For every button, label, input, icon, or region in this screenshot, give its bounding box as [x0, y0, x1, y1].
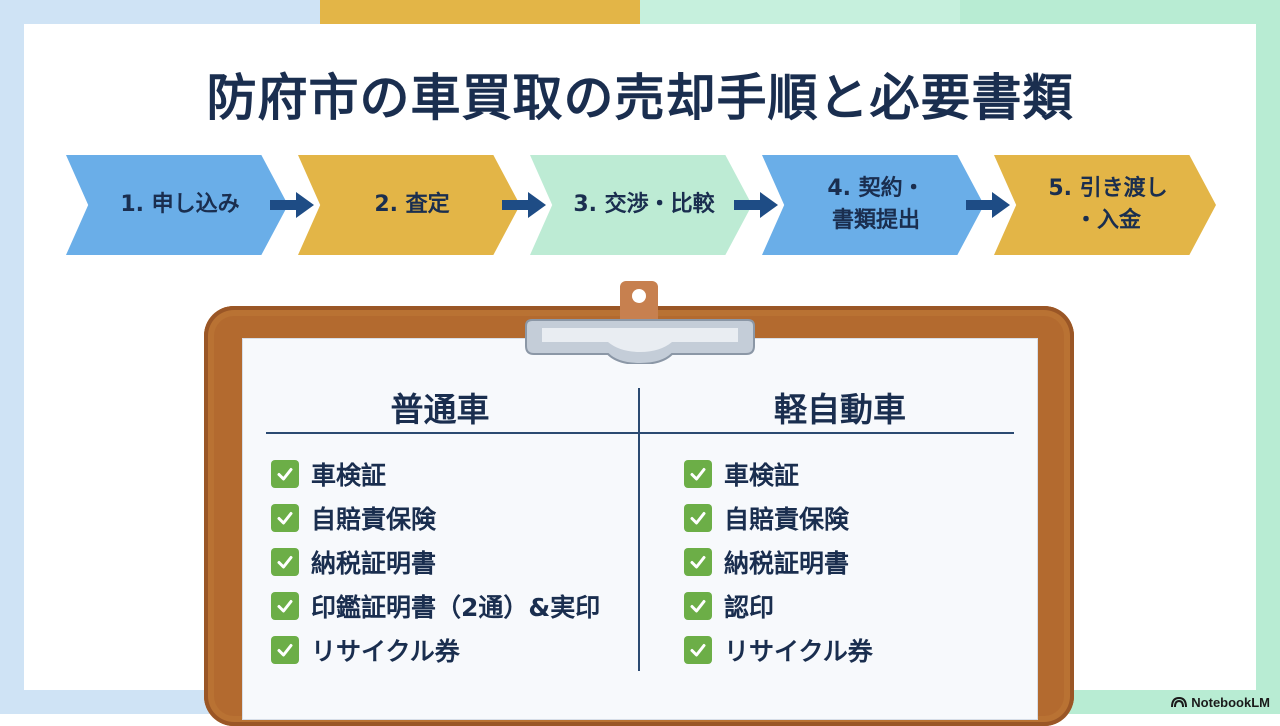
- step-label: 4. 契約・書類提出: [827, 176, 925, 233]
- checkmark-icon: [271, 504, 299, 532]
- step-3: 3. 交渉・比較: [530, 155, 752, 255]
- item-label: リサイクル券: [724, 637, 873, 666]
- checkmark-icon: [271, 548, 299, 576]
- item-label: 納税証明書: [724, 549, 850, 578]
- item-label: 印鑑証明書（2通）&実印: [311, 593, 601, 622]
- step-4: 4. 契約・書類提出: [762, 155, 984, 255]
- list-item: 納税証明書: [684, 540, 873, 584]
- list-item: 自賠責保険: [684, 496, 873, 540]
- column-divider: [638, 388, 640, 671]
- item-label: 自賠責保険: [311, 505, 437, 534]
- item-label: 認印: [724, 593, 775, 622]
- clip-hole: [632, 289, 646, 303]
- step-label: 1. 申し込み: [120, 192, 240, 218]
- item-label: 車検証: [311, 461, 387, 490]
- list-item: 車検証: [684, 452, 873, 496]
- notebooklm-watermark: NotebookLM: [1171, 692, 1270, 712]
- arrow-right-icon: [502, 192, 546, 218]
- process-flow: 1. 申し込み 2. 査定 3. 交渉・比較 4. 契約・書類提出 5. 引き渡…: [0, 155, 1280, 255]
- step-1: 1. 申し込み: [66, 155, 288, 255]
- regular-car-title: 普通車: [390, 390, 490, 429]
- arrow-right-icon: [734, 192, 778, 218]
- checkmark-icon: [271, 592, 299, 620]
- kei-car-title: 軽自動車: [774, 390, 906, 429]
- list-item: 印鑑証明書（2通）&実印: [271, 584, 600, 628]
- arrow-right-icon: [270, 192, 314, 218]
- checkmark-icon: [684, 548, 712, 576]
- checkmark-icon: [684, 592, 712, 620]
- notebooklm-logo-icon: [1171, 696, 1188, 708]
- step-2: 2. 査定: [298, 155, 520, 255]
- checkmark-icon: [271, 460, 299, 488]
- checkmark-icon: [271, 636, 299, 664]
- brand-label: NotebookLM: [1191, 694, 1270, 710]
- list-item: 納税証明書: [271, 540, 600, 584]
- checkmark-icon: [684, 636, 712, 664]
- right-border-band: [1256, 0, 1280, 714]
- clip-icon: [525, 319, 755, 364]
- top-color-band: [0, 0, 1280, 24]
- list-item: リサイクル券: [271, 628, 600, 672]
- item-label: 車検証: [724, 461, 800, 490]
- kei-car-checklist: 車検証 自賠責保険 納税証明書 認印 リサイクル券: [684, 452, 873, 672]
- list-item: 車検証: [271, 452, 600, 496]
- item-label: リサイクル券: [311, 637, 460, 666]
- divider-line: [640, 432, 1014, 434]
- step-label: 5. 引き渡し・入金: [1048, 176, 1168, 233]
- list-item: 認印: [684, 584, 873, 628]
- step-label: 3. 交渉・比較: [573, 192, 715, 218]
- step-5: 5. 引き渡し・入金: [994, 155, 1216, 255]
- clipboard-paper: [242, 338, 1038, 720]
- page-title: 防府市の車買取の売却手順と必要書類: [206, 69, 1074, 127]
- item-label: 自賠責保険: [724, 505, 850, 534]
- arrow-right-icon: [966, 192, 1010, 218]
- regular-car-checklist: 車検証 自賠責保険 納税証明書 印鑑証明書（2通）&実印 リサイクル券: [271, 452, 600, 672]
- left-border-band: [0, 0, 24, 714]
- divider-line: [266, 432, 638, 434]
- list-item: リサイクル券: [684, 628, 873, 672]
- step-label: 2. 査定: [374, 192, 450, 218]
- checkmark-icon: [684, 460, 712, 488]
- checkmark-icon: [684, 504, 712, 532]
- item-label: 納税証明書: [311, 549, 437, 578]
- list-item: 自賠責保険: [271, 496, 600, 540]
